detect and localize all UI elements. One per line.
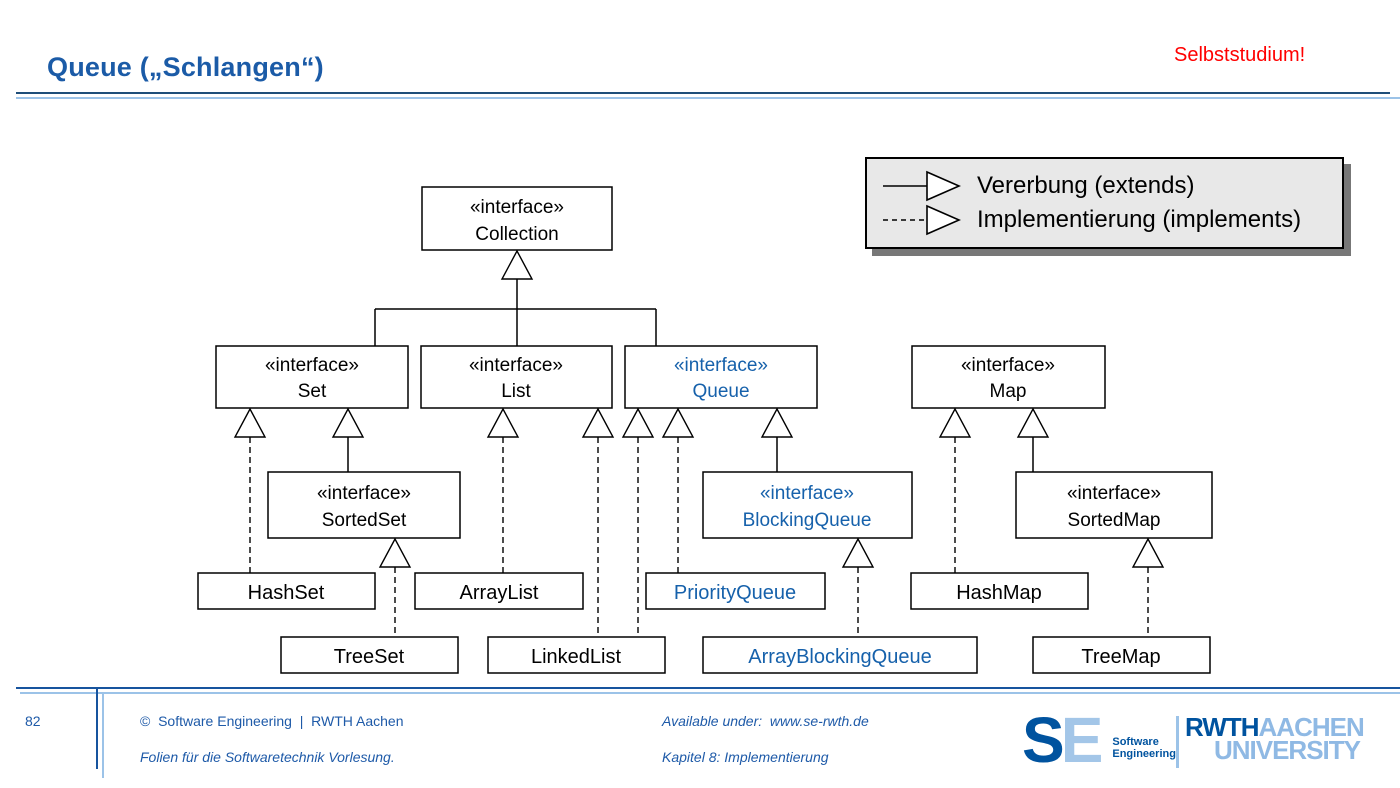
triangle-queue-left [621,407,655,438]
footer-series: Folien für die Softwaretechnik Vorlesung… [140,749,395,765]
header-rule-light [16,97,1400,99]
node-map: «interface» Map [911,345,1106,409]
node-treeset-name: TreeSet [334,646,405,668]
node-set-stereotype: «interface» [265,355,359,376]
node-treemap: TreeMap [1032,636,1211,674]
node-treemap-name: TreeMap [1081,646,1160,668]
node-arraylist: ArrayList [414,572,584,610]
node-queue-stereotype: «interface» [674,355,768,376]
node-arrayblockingqueue: ArrayBlockingQueue [702,636,978,674]
node-sortedmap-name: SortedMap [1068,510,1161,531]
logo-divider [1176,716,1179,768]
node-list: «interface» List [420,345,613,409]
node-map-name: Map [990,381,1027,402]
triangle-map-right [1016,407,1050,438]
node-priorityqueue-name: PriorityQueue [674,582,796,604]
triangle-queue-right [760,407,794,438]
node-arrayblockingqueue-name: ArrayBlockingQueue [748,646,931,668]
extends-arrow-icon [883,170,961,202]
diagram-edges-extends [347,279,1034,472]
footer-chapter: Kapitel 8: Implementierung [662,749,829,765]
footer-rule-light [20,692,1400,694]
diagram-triangles [233,249,1165,568]
node-queue-name: Queue [692,381,749,402]
footer-rule-dark [16,687,1400,689]
se-logo: S E Software Engineering [1022,703,1176,776]
node-hashmap-name: HashMap [956,582,1042,604]
selbststudium-note: Selbststudium! [1174,44,1306,66]
node-collection: «interface» Collection [421,186,613,251]
triangle-map-left [938,407,972,438]
header-rule-dark [16,92,1390,94]
triangle-list-left [486,407,520,438]
triangle-collection [500,249,534,280]
node-blockingqueue-stereotype: «interface» [760,483,854,504]
node-linkedlist: LinkedList [487,636,666,674]
legend-label-extends: Vererbung (extends) [977,172,1195,199]
triangle-blockingqueue [841,537,875,568]
rwth-logo: RWTHAACHEN UNIVERSITY [1185,714,1365,765]
se-logo-letter-e: E [1060,703,1104,776]
se-logo-caption: Software Engineering [1112,736,1176,766]
node-sortedset-stereotype: «interface» [317,483,411,504]
legend-box: Vererbung (extends) Implementierung (imp… [865,157,1344,249]
node-sortedset-name: SortedSet [322,510,407,531]
node-treeset: TreeSet [280,636,459,674]
node-collection-name: Collection [475,224,558,245]
node-map-stereotype: «interface» [961,355,1055,376]
edge-collection-children [374,279,657,346]
legend-label-implements: Implementierung (implements) [977,206,1302,233]
node-sortedmap: «interface» SortedMap [1015,471,1213,539]
se-logo-letter-s: S [1022,703,1065,776]
footer-divider-dark [96,687,98,769]
node-list-name: List [501,381,531,402]
rwth-logo-word-rwth: RWTH [1185,712,1260,742]
page-number: 82 [25,713,41,729]
triangle-set-left [233,407,267,438]
node-sortedmap-stereotype: «interface» [1067,483,1161,504]
node-priorityqueue: PriorityQueue [645,572,826,610]
node-hashset-name: HashSet [248,582,325,604]
se-logo-caption-line1: Software [1112,735,1159,748]
node-queue: «interface» Queue [624,345,818,409]
rwth-logo-word-aachen: AACHEN [1258,712,1365,742]
se-logo-caption-line2: Engineering [1112,748,1176,761]
triangle-sortedset [378,537,412,568]
page-title: Queue („Schlangen“) [47,52,324,82]
node-set-name: Set [298,381,327,402]
triangle-list-right [581,407,615,438]
node-linkedlist-name: LinkedList [531,646,622,668]
node-arraylist-name: ArrayList [460,582,539,604]
triangle-set-right [331,407,365,438]
node-hashmap: HashMap [910,572,1089,610]
implements-arrow-icon [883,204,961,236]
node-collection-stereotype: «interface» [470,197,564,218]
footer-divider-light [102,692,104,778]
node-hashset: HashSet [197,572,376,610]
node-blockingqueue-name: BlockingQueue [743,510,872,531]
legend-item-implements: Implementierung (implements) [881,204,1301,236]
footer-available-under: Available under: www.se-rwth.de [662,713,869,729]
legend-item-extends: Vererbung (extends) [881,170,1194,202]
footer-copyright: © Software Engineering | RWTH Aachen [140,713,404,729]
node-set: «interface» Set [215,345,409,409]
node-blockingqueue: «interface» BlockingQueue [702,471,913,539]
node-sortedset: «interface» SortedSet [267,471,461,539]
diagram-edges-implements [249,437,1149,637]
node-list-stereotype: «interface» [469,355,563,376]
triangle-queue-mid [661,407,695,438]
triangle-sortedmap [1131,537,1165,568]
rwth-logo-word-university: UNIVERSITY [1213,735,1361,765]
